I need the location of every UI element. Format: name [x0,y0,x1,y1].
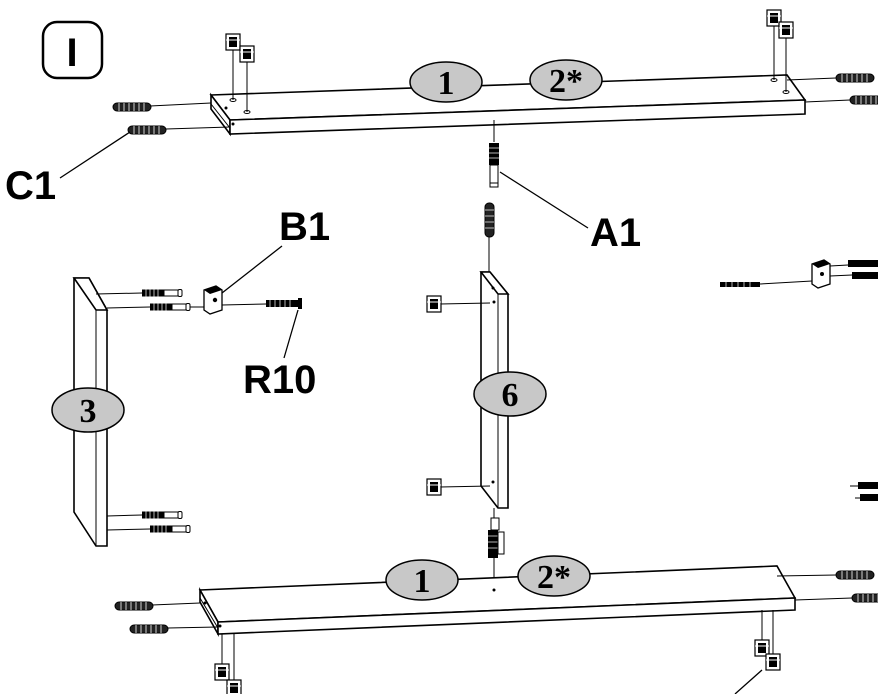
part-badge-side-left [51,387,125,433]
wooden-dowel-icon [129,624,169,634]
cam-bolt-icon [141,289,183,297]
wooden-dowel-icon [127,125,167,135]
cam-lock-icon [778,21,794,39]
part-badge-top-left [409,61,483,103]
cam-lock-icon [225,33,241,51]
cam-bolt-icon [141,511,183,519]
cam-lock-icon [765,653,781,671]
wooden-dowel-icon [851,593,878,603]
label-c1: C1 [5,164,56,208]
label-a1-group: A1 [499,171,641,255]
part-badge-middle [473,371,547,417]
connector-b1 [190,285,267,315]
screw-icon [720,282,760,287]
bottom-shelf-cam-locks [214,610,781,694]
right-edge-hardware [720,259,878,501]
wooden-dowel-icon [484,202,495,238]
cam-lock-icon [239,45,255,63]
part-badge-bottom-left-text: 1 [414,563,431,600]
wooden-dowel-icon [849,95,878,105]
screw-icon [266,300,298,307]
wooden-dowel-icon [835,570,875,580]
cam-lock-icon [426,478,442,496]
part-badge-bottom-right [517,555,591,597]
label-a1: A1 [590,211,641,255]
screw-r10 [266,298,302,309]
label-r10: R10 [243,358,316,402]
cam-lock-icon [226,679,242,694]
cam-bolt-a1 [489,120,499,188]
wooden-dowel-icon [835,73,875,83]
top-shelf-dowels [112,73,878,135]
cam-lock-icon [214,663,230,681]
cam-bolt-icon [149,525,191,533]
divider-cam-locks [426,295,491,496]
cam-lock-icon [426,295,442,313]
side-panel: 3 [51,277,125,547]
part-badge-top-right [529,59,603,101]
part-badge-top-right-text: 2* [549,63,583,100]
label-b1: B1 [279,205,330,249]
part-badge-top-left-text: 1 [438,65,455,102]
label-c1-group: C1 [5,131,131,208]
top-shelf-panel: 1 2* [209,59,807,137]
part-badge-bottom-left [385,559,459,601]
part-badge-middle-text: 6 [502,377,519,414]
cam-bolt-icon [149,303,191,311]
wooden-dowel-icon [114,601,154,611]
wooden-dowel-icon [112,102,152,112]
step-number: I [66,31,77,75]
step-badge: I [41,20,104,80]
divider-top-dowel [484,202,495,272]
part-badge-bottom-right-text: 2* [537,559,571,596]
part-badge-side-left-text: 3 [80,393,97,430]
bottom-shelf-dowels [114,570,878,634]
label-b1-group: B1 [221,205,330,294]
label-r10-group: R10 [243,309,316,402]
side-panel-bolts [95,289,191,533]
top-shelf-cam-locks [225,9,794,112]
bottom-shelf-panel: 1 2* [198,555,797,638]
middle-divider: 6 [473,271,547,509]
